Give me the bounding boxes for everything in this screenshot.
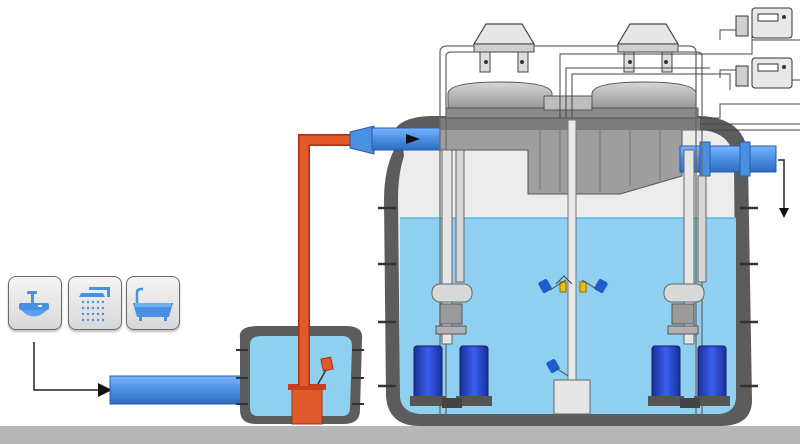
- fitting-left: [431, 283, 473, 335]
- shower-icon: [79, 287, 110, 322]
- fixture-washbasin: [8, 276, 62, 330]
- pump-right-b: [694, 345, 730, 406]
- motor-unit-left: [472, 23, 536, 73]
- control-cables: [559, 29, 800, 131]
- ground: [0, 426, 800, 444]
- inlet-reducer: [349, 125, 375, 155]
- small-sump-clamps: [236, 349, 364, 405]
- float-blue-left: [538, 279, 552, 293]
- inflow-line: [33, 342, 98, 391]
- controller-lower: [735, 57, 793, 89]
- controller-upper: [735, 7, 793, 39]
- inflow-arrow: [98, 383, 112, 397]
- tank-inlet-arrow: [406, 134, 420, 144]
- level-base: [553, 379, 591, 415]
- support-rods: [439, 45, 703, 414]
- pump-right-base: [680, 398, 700, 408]
- float-blue-low: [546, 359, 560, 373]
- pressure-line: [299, 135, 360, 386]
- outlet-arrow: [779, 208, 789, 218]
- pump-left-b: [456, 345, 492, 406]
- outlet-line: [778, 159, 785, 210]
- riser-left: [441, 149, 465, 345]
- sump-pump-cap: [288, 384, 326, 390]
- pump-left-a: [410, 345, 446, 406]
- sump-pump: [291, 387, 323, 425]
- fitting-right: [663, 283, 705, 335]
- outlet-flange-2: [739, 141, 751, 177]
- motor-unit-right: [616, 23, 680, 73]
- bathtub-icon: [133, 287, 173, 321]
- main-tank-clamps: [378, 206, 758, 388]
- level-tube: [567, 119, 577, 383]
- fixture-shower: [68, 276, 122, 330]
- lid-center: [543, 95, 593, 111]
- lid-left: [447, 81, 553, 113]
- inflow-pipe: [109, 375, 249, 405]
- riser-right: [683, 149, 707, 345]
- float-yellow-right: [579, 281, 587, 293]
- pump-left-base: [442, 398, 462, 408]
- pump-float: [320, 356, 334, 372]
- pump-right-a: [648, 345, 684, 406]
- fixture-bathtub: [126, 276, 180, 330]
- washbasin-icon: [19, 291, 49, 317]
